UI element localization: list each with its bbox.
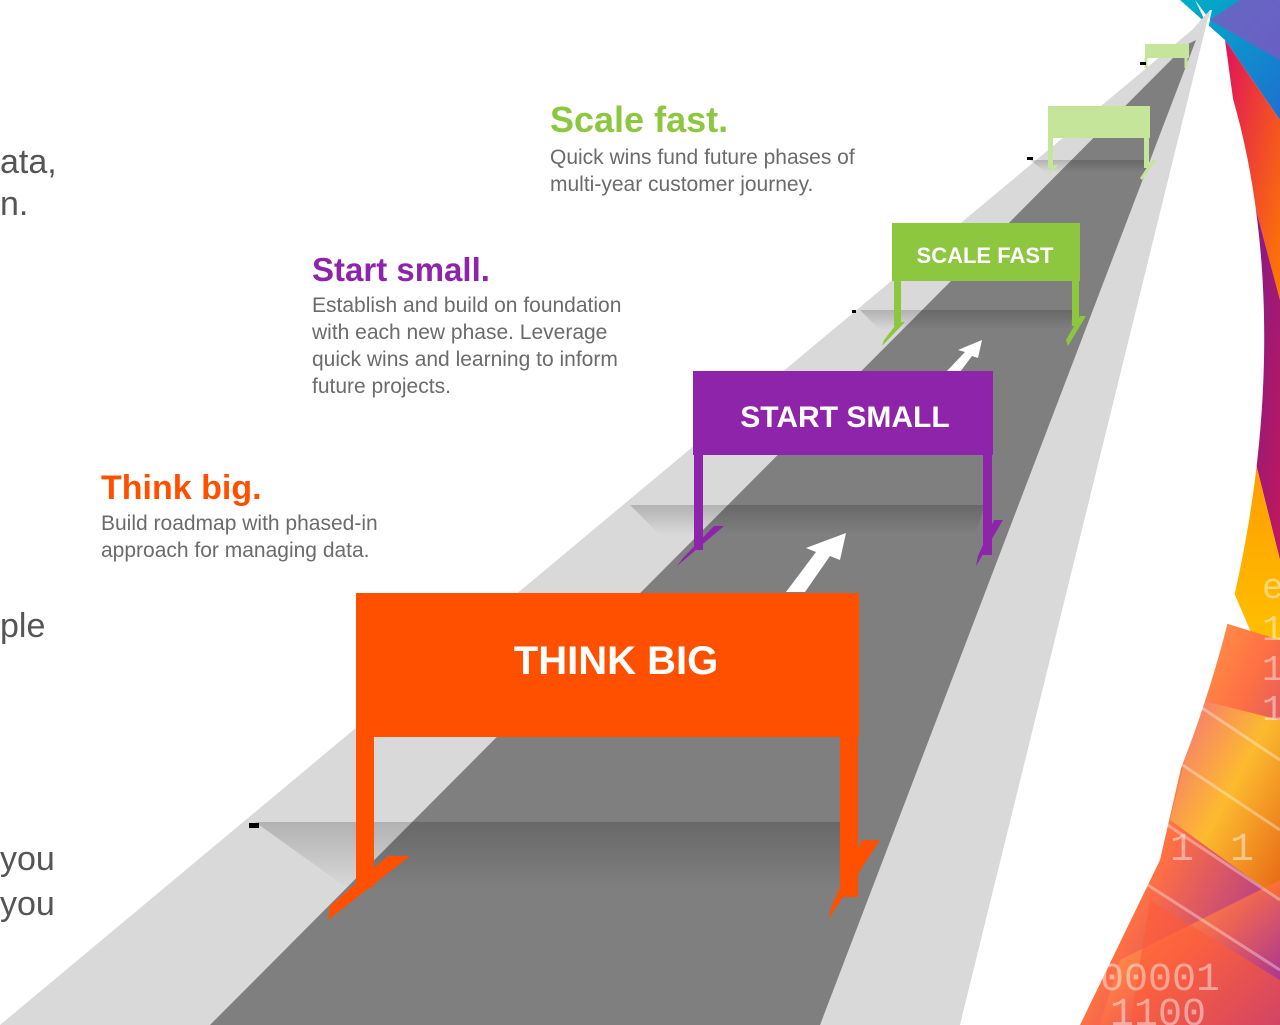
start-small-heading: Start small. <box>312 251 490 288</box>
hurdle-light-green <box>1027 106 1156 180</box>
hurdle-far <box>1140 44 1189 68</box>
think-big-block: Think big. Build roadmap with phased-in … <box>101 468 378 564</box>
hurdle-scale-fast: SCALE FAST <box>852 223 1086 346</box>
start-small-line-2: with each new phase. Leverage <box>312 321 608 344</box>
think-big-line-1: Build roadmap with phased-in <box>101 512 378 535</box>
white-swoosh <box>980 0 1265 1025</box>
decorative-digits: e 1 1 1 1 1 00001 1100 <box>1100 568 1280 1025</box>
think-big-sign-board <box>356 593 859 737</box>
hurdle-start-small: START SMALL <box>630 371 1003 566</box>
svg-text:1: 1 <box>1262 610 1280 651</box>
svg-text:1100: 1100 <box>1110 993 1206 1025</box>
think-big-heading: Think big. <box>101 469 262 507</box>
svg-text:1: 1 <box>1230 828 1254 873</box>
scale-fast-sign-board <box>892 223 1080 281</box>
scale-fast-line-2: multi-year customer journey. <box>550 173 814 196</box>
scale-fast-block: Scale fast. Quick wins fund future phase… <box>550 100 855 198</box>
left-fragment-2: n. <box>0 185 29 223</box>
start-small-line-3: quick wins and learning to inform <box>312 348 618 371</box>
start-small-line-1: Establish and build on foundation <box>312 294 622 317</box>
think-big-sign-text: THINK BIG <box>514 639 718 683</box>
svg-text:1: 1 <box>1170 828 1194 873</box>
left-fragment-5: you <box>0 885 55 923</box>
start-small-block: Start small. Establish and build on foun… <box>312 250 621 400</box>
svg-text:1: 1 <box>1262 650 1280 691</box>
scale-fast-heading: Scale fast. <box>550 99 729 140</box>
scale-fast-line-1: Quick wins fund future phases of <box>550 146 855 169</box>
scale-fast-sign-text: SCALE FAST <box>917 243 1054 268</box>
road-arrows <box>786 340 982 592</box>
left-fragment-3: ple <box>0 607 46 645</box>
left-fragment-1: ata, <box>0 143 57 181</box>
start-small-sign-board <box>693 371 993 455</box>
start-small-line-4: future projects. <box>312 375 451 398</box>
hurdle-think-big: THINK BIG <box>249 593 880 920</box>
left-fragment-4: you <box>0 840 55 878</box>
svg-text:1: 1 <box>1262 690 1280 731</box>
svg-text:00001: 00001 <box>1100 958 1220 1003</box>
think-big-line-2: approach for managing data. <box>101 539 370 562</box>
svg-text:e: e <box>1262 568 1280 609</box>
start-small-sign-text: START SMALL <box>740 401 949 434</box>
